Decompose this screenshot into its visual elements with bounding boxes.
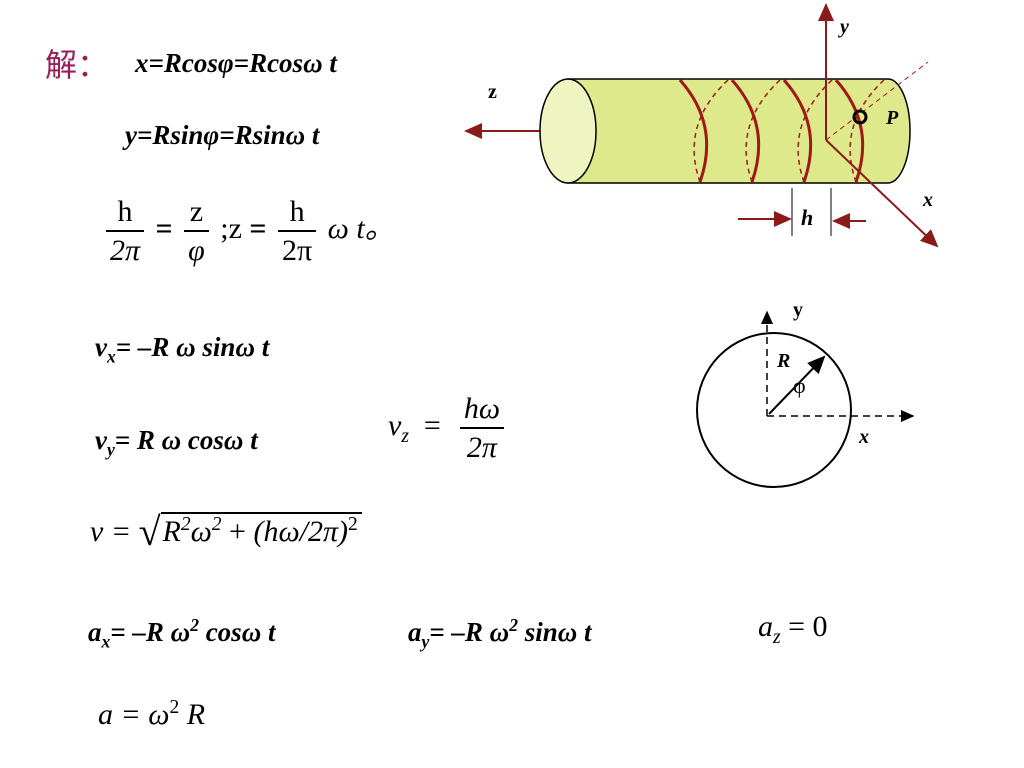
equation-ax: ax= –R ω2 cosω t <box>88 615 275 652</box>
a-expression: R <box>179 698 206 731</box>
circle-projection-diagram: y x R φ <box>696 299 915 488</box>
equals-sign: = <box>416 408 449 442</box>
fraction-h-over-2pi: h 2π <box>106 195 145 267</box>
ay-subscript: y <box>421 631 430 652</box>
label-h: h <box>801 205 813 230</box>
radius-arrow <box>768 355 826 415</box>
fraction-bar <box>106 230 145 232</box>
cylinder-body <box>567 78 911 184</box>
fraction-numerator: hω <box>463 392 501 425</box>
fraction-denominator: 2π <box>110 234 141 267</box>
orbit-circle <box>696 332 852 488</box>
fraction-bar <box>459 427 505 429</box>
az-subscript: z <box>773 627 781 648</box>
equation-az: az = 0 <box>758 610 828 649</box>
fraction-z-over-phi: z φ <box>184 195 209 267</box>
projection-guide-line <box>825 61 929 141</box>
v-lhs: v = <box>90 515 132 548</box>
fraction-denominator: φ <box>188 234 205 267</box>
cylinder-helix-diagram: y z x P h <box>464 3 939 248</box>
vx-expression: = –R ω sinω t <box>115 332 270 362</box>
radicand-r-exponent: 2 <box>180 514 191 535</box>
vx-subscript: x <box>106 346 116 367</box>
semicolon-z: ;z <box>220 211 242 245</box>
ay-exponent: 2 <box>509 615 518 635</box>
fraction-bar <box>278 230 317 232</box>
equation-x: x=Rcosφ=Rcosω t <box>135 48 337 78</box>
vz-subscript: z <box>401 425 409 447</box>
x-axis-arrow <box>825 139 939 248</box>
az-expression: = 0 <box>780 610 828 643</box>
az-symbol: a <box>758 610 773 643</box>
equals-sign: = <box>249 211 267 245</box>
equation-vy: vy= R ω cosω t <box>95 425 258 460</box>
radicand-paren: (hω/2π) <box>253 515 348 548</box>
vy-expression: = R ω cosω t <box>114 425 258 455</box>
equation-v-magnitude: v = √R2ω2 + (hω/2π)2 <box>90 508 362 555</box>
radicand-plus: + <box>221 515 254 548</box>
sqrt-symbol: √ <box>138 509 161 554</box>
fraction-bar <box>184 230 209 232</box>
vz-symbol: v <box>388 408 402 442</box>
fraction-denominator: 2π <box>282 234 313 267</box>
helix-back-dashed <box>693 79 885 183</box>
label-phi: φ <box>793 373 806 398</box>
radicand-omega-exponent: 2 <box>211 514 222 535</box>
equals-sign: = <box>155 211 173 245</box>
cylinder-end-face <box>539 78 597 184</box>
ax-expression: = –R ω <box>110 617 191 647</box>
label-p: P <box>885 107 899 129</box>
ax-subscript: x <box>101 631 111 652</box>
equation-a-total: a = ω2 R <box>98 697 205 732</box>
label-y: y <box>838 16 849 38</box>
radicand-r: R <box>162 515 181 548</box>
ax-expression-tail: cosω t <box>198 617 276 647</box>
fraction-denominator: 2π <box>466 431 497 464</box>
equation-y: y=Rsinφ=Rsinω t <box>125 120 320 150</box>
ax-exponent: 2 <box>190 615 199 635</box>
ay-expression-tail: sinω t <box>517 617 592 647</box>
vx-symbol: v <box>95 332 107 362</box>
equation-helix-pitch: h 2π = z φ ;z = h 2π ω t。 <box>102 195 395 267</box>
label-z: z <box>488 81 497 103</box>
fraction-numerator: h <box>117 195 133 228</box>
fraction-hw-over-2pi: hω 2π <box>459 392 505 464</box>
helix-front <box>678 79 865 183</box>
fraction-numerator: h <box>289 195 305 228</box>
solution-label: 解： <box>45 46 110 84</box>
radicand-omega: ω <box>190 515 212 548</box>
fraction-numerator: z <box>189 195 204 228</box>
equation-vx: vx= –R ω sinω t <box>95 332 269 367</box>
label-y: y <box>793 299 803 321</box>
point-p-marker <box>852 109 868 125</box>
vy-subscript: y <box>106 439 115 460</box>
fraction-h-over-2pi: h 2π <box>278 195 317 267</box>
radicand-paren-exponent: 2 <box>347 514 358 535</box>
equation-ay: ay= –R ω2 sinω t <box>408 615 592 652</box>
equation-vz: vz = hω 2π <box>388 392 508 464</box>
ax-symbol: a <box>88 617 102 647</box>
label-x: x <box>858 426 869 448</box>
ay-symbol: a <box>408 617 422 647</box>
vy-symbol: v <box>95 425 107 455</box>
ay-expression: = –R ω <box>429 617 510 647</box>
label-x: x <box>922 189 933 211</box>
radicand: R2ω2 + (hω/2π)2 <box>160 512 362 549</box>
label-r: R <box>776 350 790 372</box>
omega-t: ω t。 <box>327 211 395 245</box>
a-lhs: a = ω <box>98 698 170 731</box>
a-exponent: 2 <box>169 697 180 718</box>
